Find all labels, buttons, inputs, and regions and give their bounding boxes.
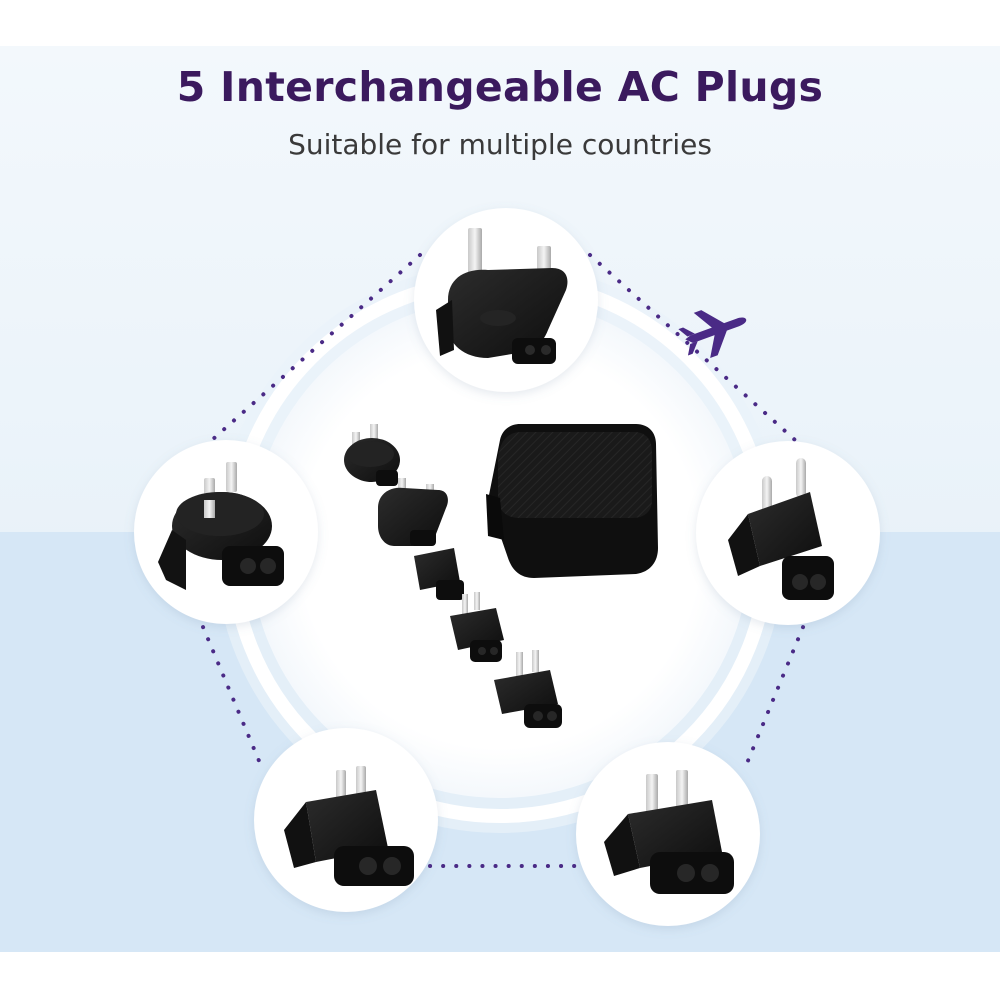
stack-uk-plug xyxy=(378,478,448,546)
uk-plug-icon xyxy=(436,228,568,364)
stack-au-plug xyxy=(344,424,400,486)
us-flat-plug-icon xyxy=(604,770,734,894)
au-plug-circle xyxy=(134,440,318,624)
stack-us-plug xyxy=(450,592,504,662)
stack-us-flat-plug xyxy=(494,650,562,728)
charger-set xyxy=(344,424,658,728)
uk-plug-circle xyxy=(414,208,598,392)
page-subtitle: Suitable for multiple countries xyxy=(288,128,712,161)
us-plug-icon xyxy=(284,766,414,886)
page-title: 5 Interchangeable AC Plugs xyxy=(176,63,824,111)
eu-plug-icon xyxy=(728,458,834,600)
airplane-icon xyxy=(678,310,747,359)
au-plug-icon xyxy=(158,462,284,590)
charger-cube xyxy=(486,424,658,578)
us-plug-circle xyxy=(254,728,438,912)
stack-eu-plug xyxy=(414,548,464,600)
dotted-route xyxy=(196,253,810,868)
eu-plug-circle xyxy=(696,441,880,625)
us-flat-plug-circle xyxy=(576,742,760,926)
